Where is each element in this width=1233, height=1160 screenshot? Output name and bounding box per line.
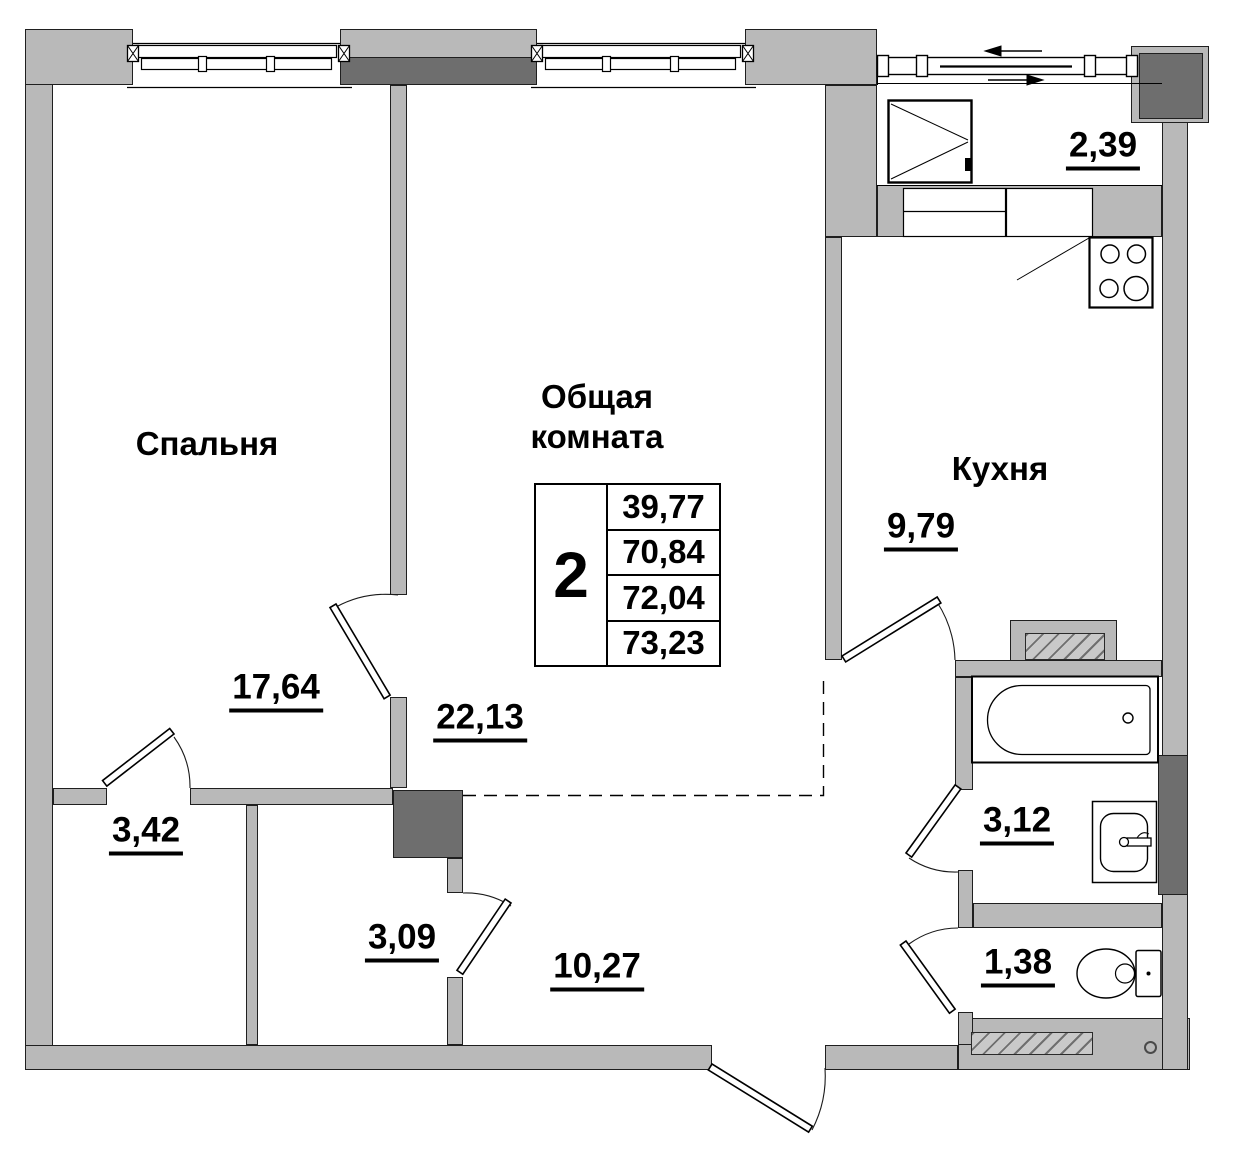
living-area-cell: 39,77 bbox=[608, 485, 719, 531]
wall-bottom-a bbox=[25, 1045, 712, 1070]
room-label-living: Общая комната bbox=[530, 377, 663, 457]
door-leaves bbox=[101, 595, 962, 1134]
wall-top-left bbox=[25, 29, 133, 85]
wall-wc-left-stub bbox=[958, 1012, 973, 1045]
wall-bedroom-living-stub bbox=[390, 697, 407, 788]
area-label-storage1: 3,42 bbox=[108, 811, 184, 856]
area-label-living: 22,13 bbox=[433, 698, 527, 743]
wall-balcony-left-chunk bbox=[825, 85, 877, 237]
areas-column: 39,77 70,84 72,04 73,23 bbox=[608, 485, 719, 665]
window-balcony-sliding bbox=[876, 54, 1162, 186]
wall-storage-divider bbox=[246, 805, 258, 1045]
pipe-riser bbox=[1144, 1041, 1157, 1054]
door-swing-arcs bbox=[173, 593, 959, 1131]
door-leaf-entrance bbox=[707, 1062, 814, 1134]
wall-duct-dark bbox=[340, 57, 537, 85]
toilet bbox=[1076, 948, 1162, 999]
arc-wc-door bbox=[908, 927, 959, 945]
door-leaf-wc bbox=[899, 939, 957, 1015]
area-label-hallway: 10,27 bbox=[550, 947, 644, 992]
area-label-balcony: 2,39 bbox=[1065, 126, 1141, 171]
room-label-living-line2: комната bbox=[530, 418, 664, 455]
sliding-direction-arrows bbox=[983, 45, 1045, 86]
wall-storage2-right-a bbox=[447, 858, 463, 893]
bathtub bbox=[971, 675, 1159, 764]
window-bedroom bbox=[126, 42, 352, 89]
arc-kitchen-door bbox=[936, 601, 956, 661]
wall-storage2-right-b bbox=[447, 977, 463, 1045]
room-label-bedroom: Спальня bbox=[135, 425, 279, 462]
wall-right bbox=[1162, 119, 1188, 1070]
wall-kitchen-living bbox=[825, 237, 842, 660]
door-leaf-bathroom bbox=[904, 783, 962, 859]
door-leaf-kitchen bbox=[840, 595, 942, 664]
arc-bathroom-door bbox=[908, 857, 959, 873]
wall-bedroom-bottom-a bbox=[53, 788, 107, 805]
window-anchor-x-marks bbox=[127, 45, 754, 62]
sink bbox=[1091, 800, 1158, 884]
door-leaf-storage2 bbox=[455, 897, 513, 976]
area-label-kitchen: 9,79 bbox=[883, 507, 959, 552]
area-cell-2: 70,84 bbox=[608, 531, 719, 576]
wall-corner-dark bbox=[1139, 53, 1203, 119]
arc-entrance-door bbox=[811, 1067, 826, 1131]
wall-bedroom-living bbox=[390, 85, 407, 595]
area-label-wc: 1,38 bbox=[980, 943, 1056, 988]
wall-column-dark-right bbox=[1158, 755, 1188, 895]
door-leaf-storage1 bbox=[101, 727, 176, 788]
area-cell-3: 72,04 bbox=[608, 576, 719, 622]
door-leaf-bedroom bbox=[328, 602, 392, 700]
area-label-bedroom: 17,64 bbox=[229, 668, 323, 713]
room-label-kitchen: Кухня bbox=[951, 450, 1049, 487]
total-area-cell: 73,23 bbox=[622, 624, 705, 662]
balcony-casement-window bbox=[887, 99, 973, 184]
wall-column-dark-living bbox=[393, 790, 463, 858]
area-label-storage2: 3,09 bbox=[364, 918, 440, 963]
wall-bedroom-bottom-b bbox=[190, 788, 393, 805]
arc-storage1-door bbox=[173, 736, 191, 789]
vent-shaft-bottom bbox=[971, 1032, 1093, 1055]
room-label-living-line1: Общая bbox=[541, 378, 653, 415]
wall-bottom-b bbox=[825, 1045, 958, 1070]
area-label-bathroom: 3,12 bbox=[979, 801, 1055, 846]
vent-shaft-bathroom bbox=[1025, 633, 1105, 660]
wall-top-pier-right bbox=[745, 29, 877, 85]
wall-bathroom-left-b bbox=[958, 870, 973, 928]
wall-wc-top bbox=[973, 903, 1162, 928]
rooms-count-cell: 2 bbox=[536, 485, 608, 665]
apartment-summary-table: 2 39,77 70,84 72,04 73,23 bbox=[534, 483, 721, 667]
window-living bbox=[530, 42, 756, 89]
arc-bedroom-door bbox=[335, 593, 399, 608]
wall-left bbox=[25, 29, 53, 1070]
kitchen-cabinet-boxes bbox=[902, 187, 1094, 238]
dashed-zone-boundary bbox=[463, 677, 825, 797]
stove bbox=[1016, 236, 1154, 309]
